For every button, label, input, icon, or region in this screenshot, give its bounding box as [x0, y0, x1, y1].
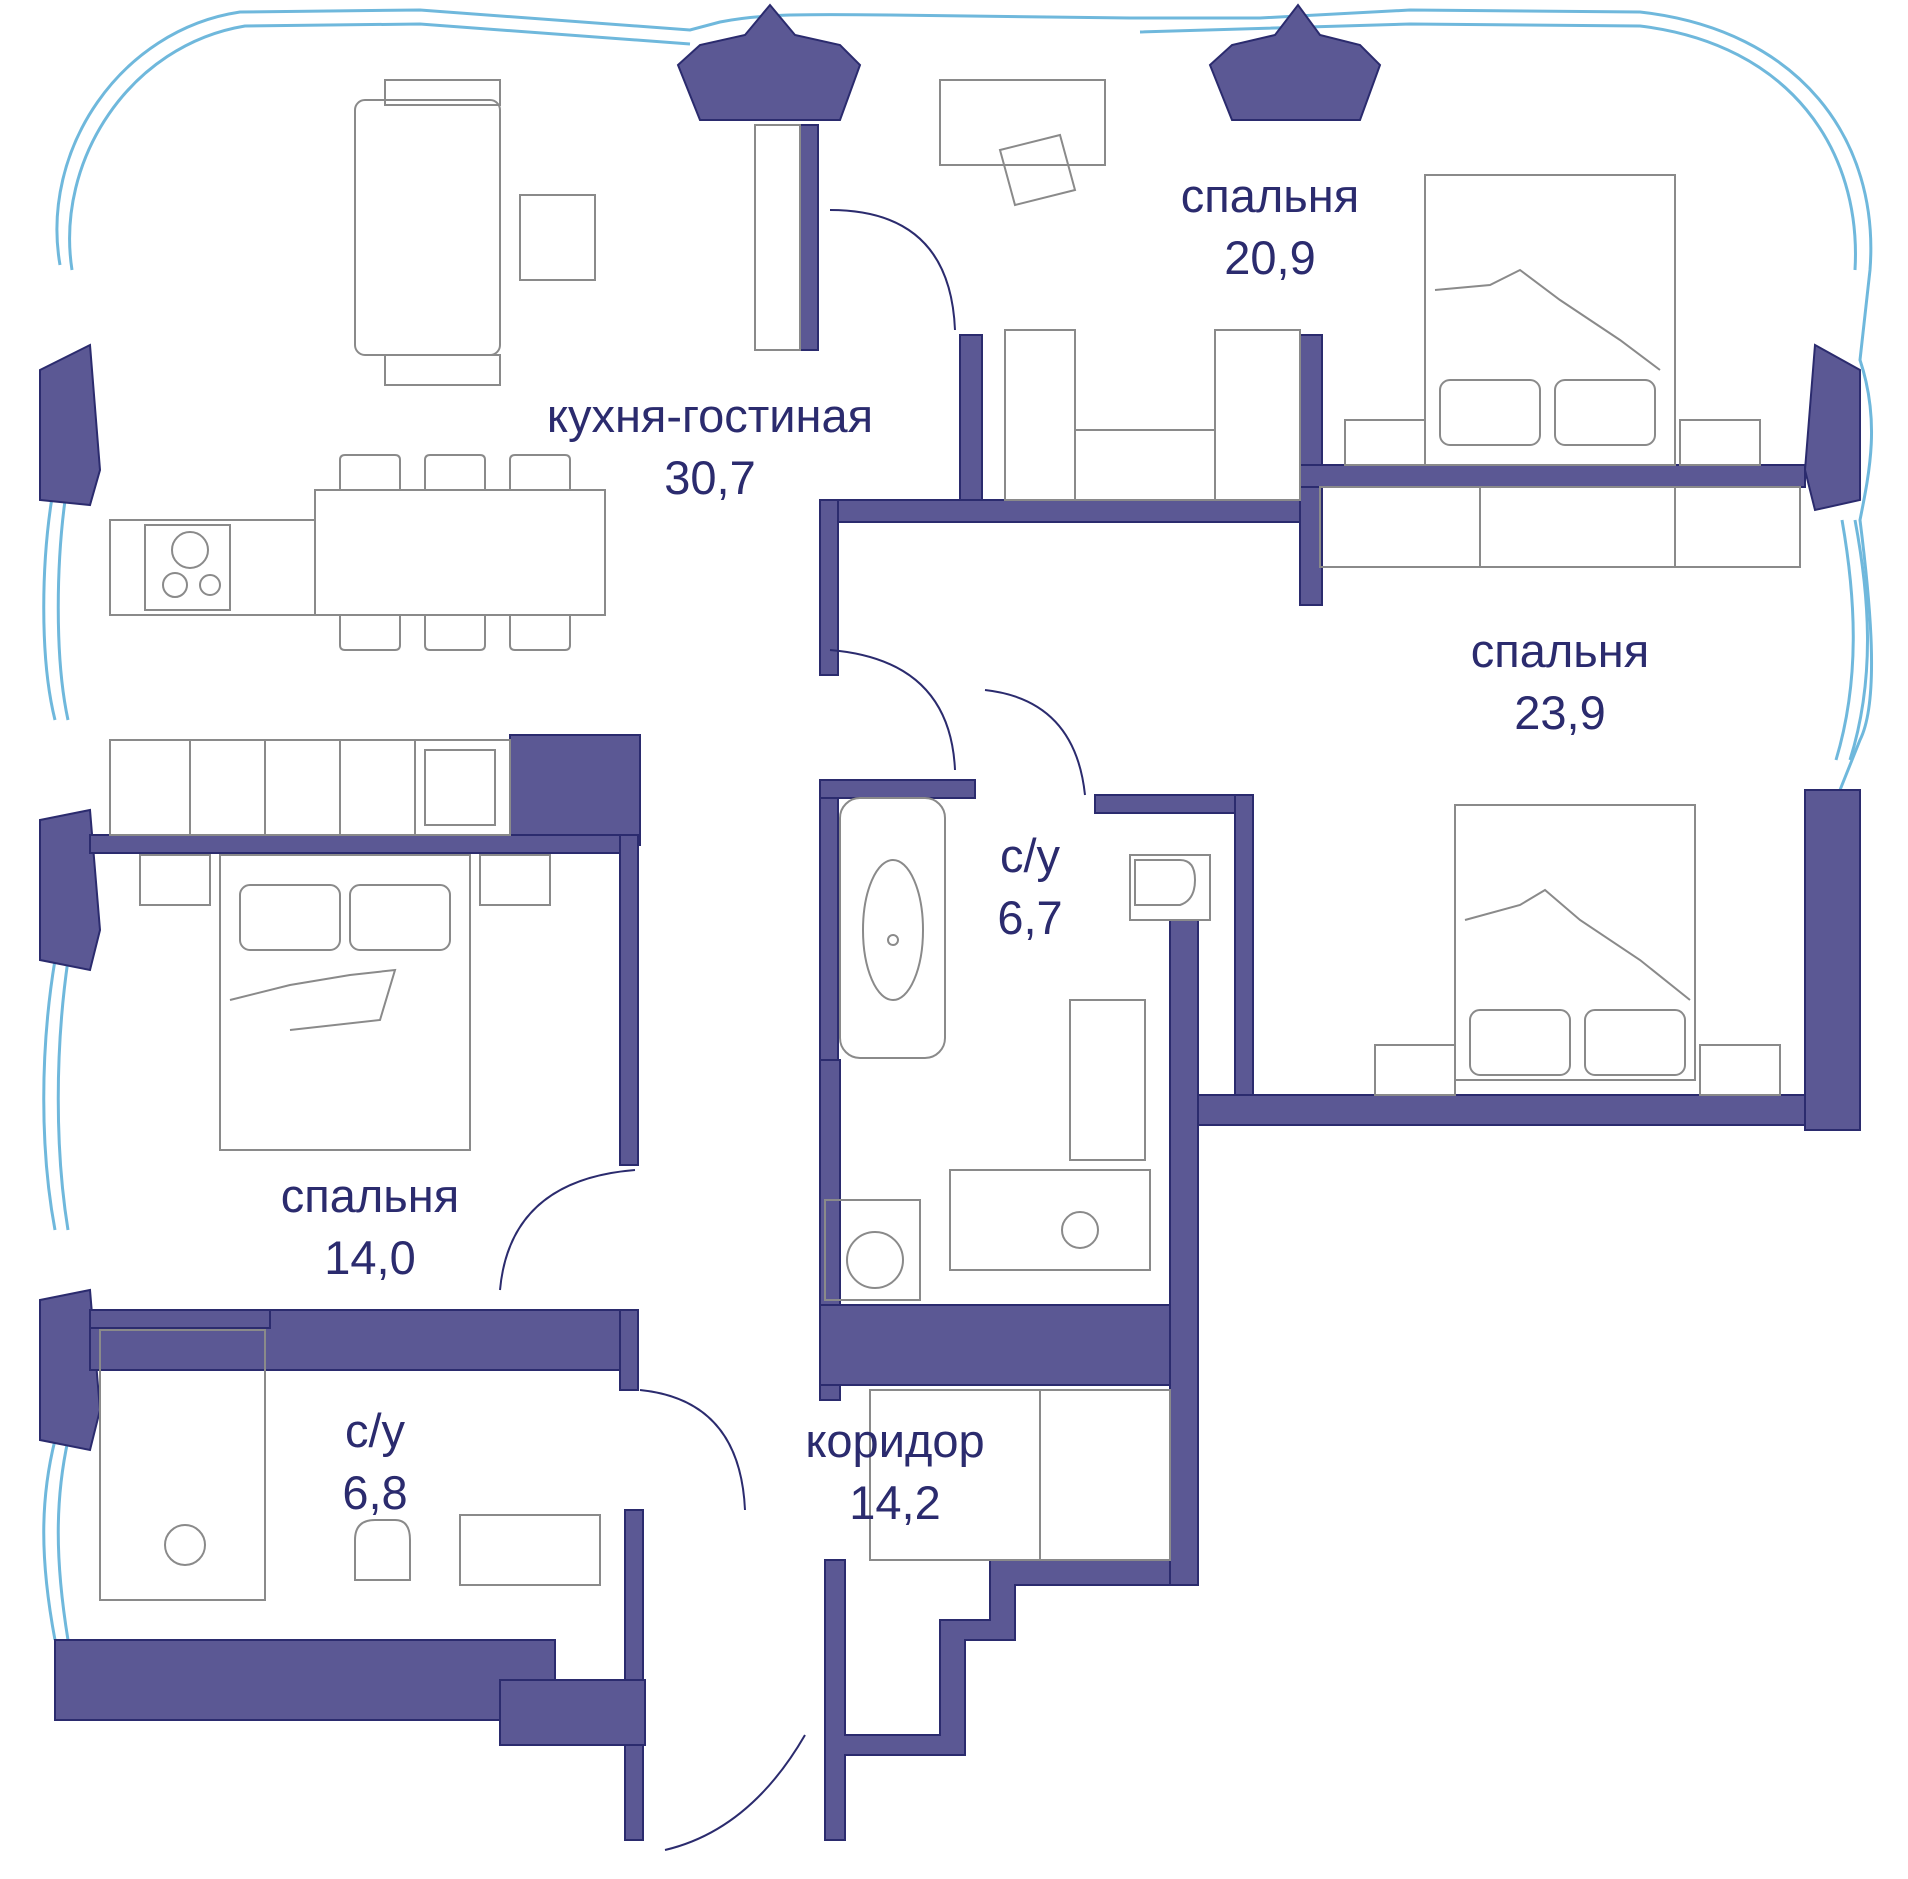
column-left-2: [39, 808, 102, 972]
room-name: спальня: [1180, 169, 1360, 222]
room-name: коридор: [805, 1414, 985, 1467]
column-left-3: [39, 1288, 102, 1452]
room-name: с/у: [999, 829, 1061, 882]
room-area: 23,9: [1514, 686, 1606, 739]
room-area: 6,8: [342, 1466, 408, 1519]
windows: [42, 8, 1874, 1641]
room-name: спальня: [1470, 624, 1650, 677]
room-name: спальня: [280, 1169, 460, 1222]
corridor-wall-bottom: [824, 1559, 1171, 1841]
room-bedroom-left: спальня 14,0: [265, 1165, 475, 1289]
room-bedroom-right: спальня 23,9: [1455, 620, 1665, 744]
column-top-left: [676, 3, 862, 121]
room-name: кухня-гостиная: [546, 389, 874, 442]
room-kitchen-living: кухня-гостиная 30,7: [505, 385, 915, 509]
room-area: 30,7: [664, 451, 756, 504]
room-area: 20,9: [1224, 231, 1316, 284]
room-corridor: коридор 14,2: [770, 1410, 1020, 1534]
room-bathroom-center: с/у 6,7: [960, 825, 1100, 949]
doors: [499, 209, 1086, 1851]
column-top-right: [1208, 3, 1382, 121]
room-name: с/у: [344, 1404, 406, 1457]
room-bedroom-top: спальня 20,9: [1165, 165, 1375, 289]
walls: [39, 3, 1861, 1841]
furniture: [99, 79, 1801, 1601]
room-area: 14,0: [324, 1231, 416, 1284]
column-left-1: [39, 343, 102, 507]
room-area: 6,7: [997, 891, 1063, 944]
room-area: 14,2: [849, 1476, 941, 1529]
column-right-1: [1803, 343, 1861, 512]
room-bathroom-left: с/у 6,8: [305, 1400, 445, 1524]
